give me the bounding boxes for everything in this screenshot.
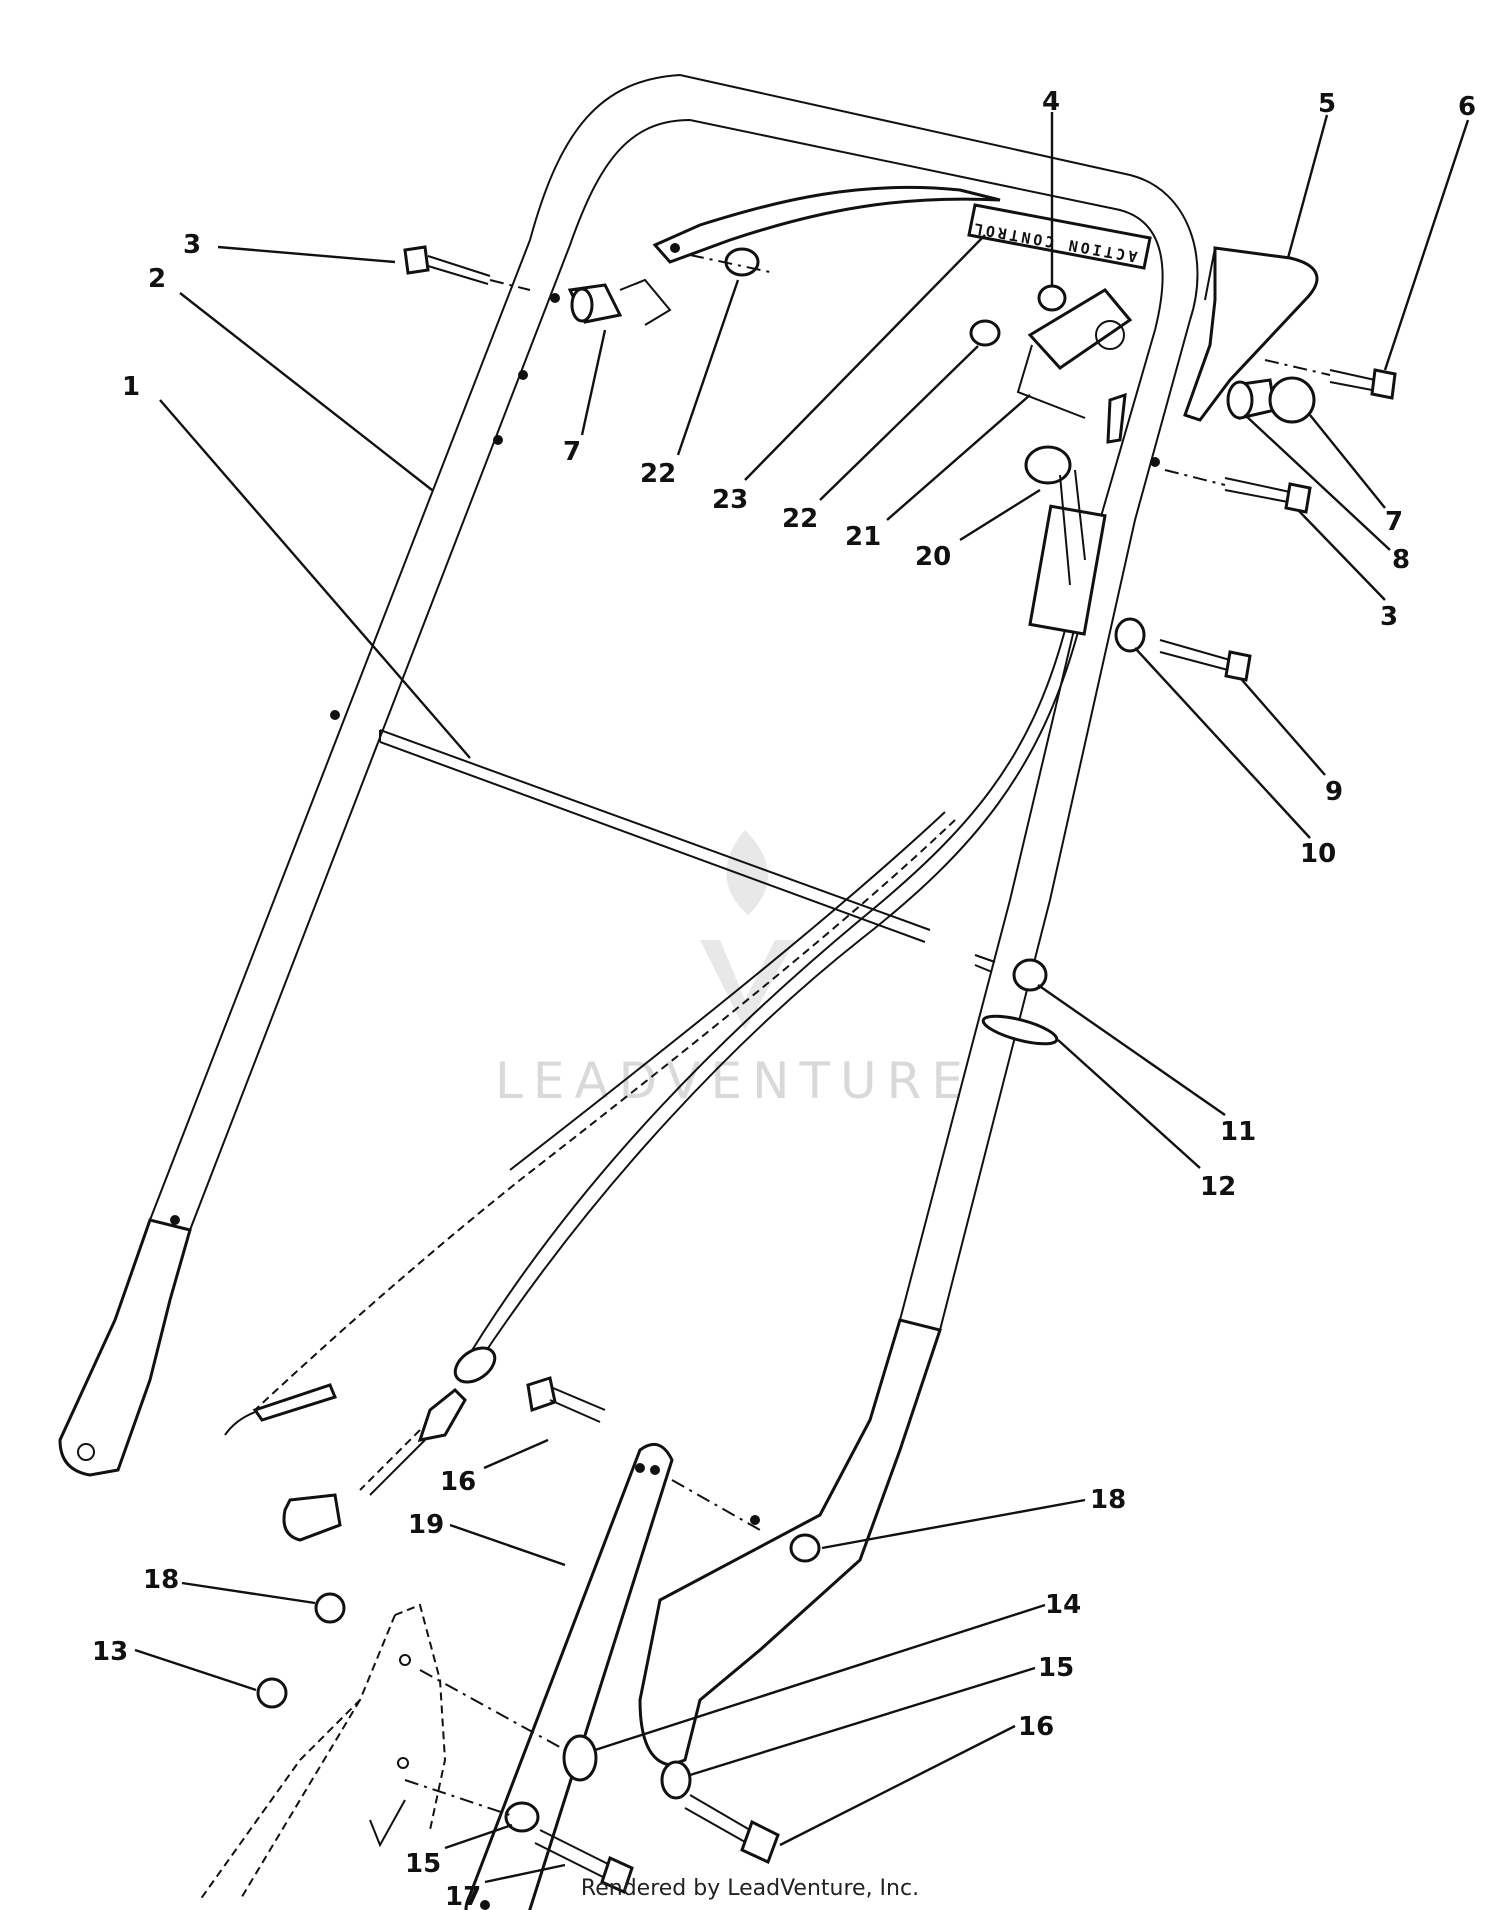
callout-20: 20 [915,542,951,572]
callout-9: 9 [1325,777,1343,807]
callout-12: 12 [1200,1172,1236,1202]
watermark-text: LEADVENTURE [495,1052,973,1110]
leader-lines [134,112,1470,1884]
callout-1: 1 [122,372,140,402]
callout-7-right: 7 [1385,507,1403,537]
upper-left-fasteners [403,245,771,326]
callout-22-right: 22 [782,504,818,534]
callout-17: 17 [445,1882,481,1910]
callout-21: 21 [845,522,881,552]
control-bail [652,185,1001,264]
footer-credit: Rendered by LeadVenture, Inc. [580,1876,920,1901]
upper-right-fasteners [969,284,1397,1046]
callout-2: 2 [148,264,166,294]
callout-18-left: 18 [143,1565,179,1595]
callout-19: 19 [408,1510,444,1540]
callout-23: 23 [712,485,748,515]
control-cables [224,629,1079,1542]
callout-13: 13 [92,1637,128,1667]
traction-control-decal: ACTION CONTROL [967,203,1152,270]
callout-6: 6 [1458,92,1476,122]
callout-4: 4 [1042,87,1060,117]
callout-3-top-left: 3 [183,230,201,260]
callout-11: 11 [1220,1117,1256,1147]
callout-16-lower: 16 [1018,1712,1054,1742]
control-bracket [1183,246,1319,422]
callout-18-right: 18 [1090,1485,1126,1515]
cable-bracket [1024,392,1127,636]
callout-7-left: 7 [563,437,581,467]
callout-16-upper: 16 [440,1467,476,1497]
callout-10: 10 [1300,839,1336,869]
callout-8: 8 [1392,545,1410,575]
spring-link [1016,288,1133,419]
callout-22-left: 22 [640,459,676,489]
callout-15-right: 15 [1038,1653,1074,1683]
upper-handle [58,73,1199,1767]
callout-14: 14 [1045,1590,1081,1620]
callout-3-right: 3 [1380,602,1398,632]
cross-bar [379,729,931,943]
callout-5: 5 [1318,89,1336,119]
callout-15-left: 15 [405,1849,441,1879]
